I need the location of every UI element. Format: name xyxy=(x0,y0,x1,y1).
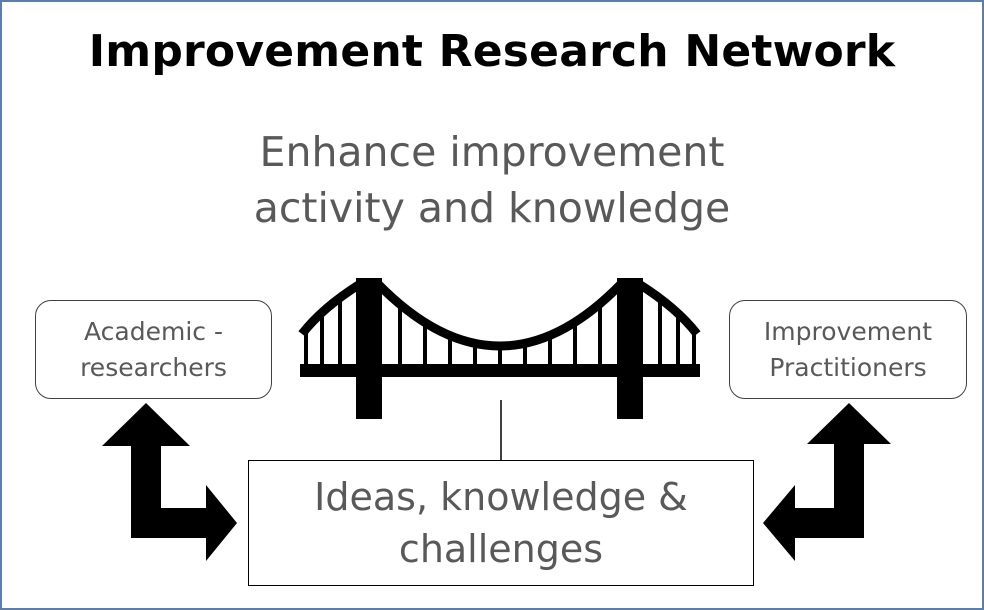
subtitle-line-2: activity and knowledge xyxy=(253,184,731,232)
ideas-knowledge-challenges-box: Ideas, knowledge & challenges xyxy=(248,460,754,586)
diagram-title: Improvement Research Network xyxy=(88,26,896,77)
practitioners-box-line-2: Practitioners xyxy=(769,352,927,382)
center-box-line-1: Ideas, knowledge & xyxy=(314,475,688,519)
academic-researchers-box: Academic - researchers xyxy=(35,300,272,399)
left-elbow-arrow-icon xyxy=(102,403,237,561)
center-box-line-2: challenges xyxy=(398,527,604,571)
subtitle-line-1: Enhance improvement xyxy=(259,128,725,176)
academic-box-line-1: Academic - xyxy=(84,316,223,346)
bridge-icon xyxy=(298,278,701,419)
practitioners-box-line-1: Improvement xyxy=(763,316,933,346)
subtitle: Enhance improvement activity and knowled… xyxy=(0,124,984,236)
right-elbow-arrow-icon xyxy=(763,403,891,561)
academic-box-line-2: researchers xyxy=(80,352,227,382)
improvement-practitioners-box: Improvement Practitioners xyxy=(729,300,967,399)
